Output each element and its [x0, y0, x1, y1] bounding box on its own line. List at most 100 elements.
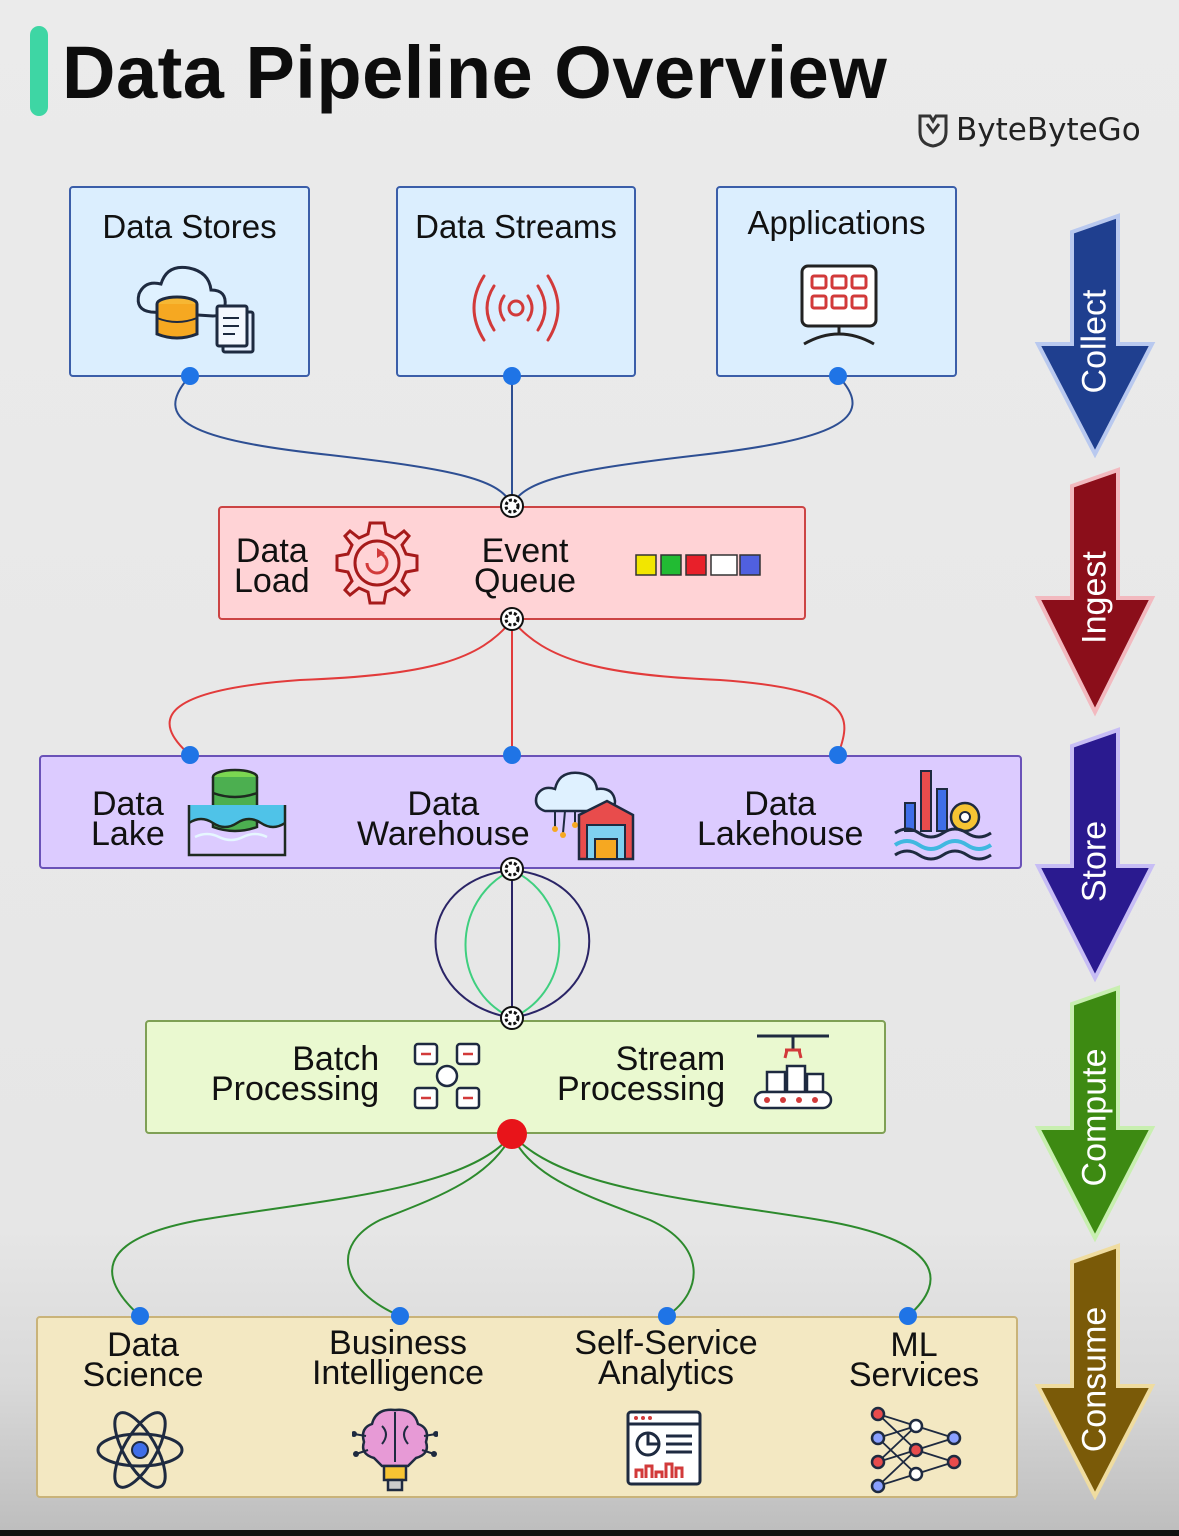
wire-compute-to-analytics — [511, 1133, 695, 1317]
self-service-analytics-line-2: Analytics — [597, 1354, 735, 1392]
source-data-stores[interactable]: Data Stores — [69, 186, 310, 377]
data-load-label: Data Load — [234, 532, 310, 600]
event-queue-line-2: Queue — [474, 562, 577, 600]
data-science-label: Data Science — [78, 1326, 208, 1394]
wire-ingest-to-lakehouse — [511, 619, 846, 756]
page-title: Data Pipeline Overview — [62, 31, 888, 114]
data-load-line-1: Data — [235, 532, 308, 570]
wire-store-compute-outer-right — [511, 869, 591, 1019]
data-lake-line-1: Data — [91, 785, 164, 823]
node-warehouse — [503, 746, 521, 764]
stream-processing-line-2: Processing — [557, 1070, 726, 1108]
stream-processing-label: Stream Processing — [557, 1040, 726, 1108]
data-lake-icon — [187, 768, 287, 857]
neural-network-icon — [870, 1406, 962, 1494]
stage-arrow-ingest — [1034, 467, 1156, 717]
dashboard-icon — [626, 1410, 702, 1486]
ml-services-line-1: ML — [890, 1326, 938, 1364]
business-intelligence-line-1: Business — [329, 1324, 467, 1362]
compute-panel[interactable]: Batch Processing Stream Processing — [145, 1020, 886, 1134]
bytebytego-logo-icon — [918, 114, 948, 148]
business-intelligence-line-2: Intelligence — [311, 1354, 484, 1392]
brand: ByteByteGo — [916, 110, 1141, 150]
ingest-panel[interactable]: Data Load Event Queue — [218, 506, 806, 620]
stage-arrow-store — [1034, 727, 1156, 983]
conveyor-robot-icon — [753, 1034, 833, 1110]
data-warehouse-line-2: Warehouse — [357, 815, 530, 853]
data-load-line-2: Load — [234, 562, 310, 600]
data-science-line-1: Data — [107, 1326, 179, 1364]
node-streams — [503, 367, 521, 385]
cloud-warehouse-icon — [534, 771, 635, 861]
node-apps — [829, 367, 847, 385]
batch-processing-line-2: Processing — [211, 1070, 380, 1108]
lakehouse-chart-icon — [893, 770, 993, 861]
wire-ingest-to-lake — [168, 619, 513, 756]
gear-refresh-icon — [335, 521, 419, 605]
source-label-applications: Applications — [747, 204, 926, 241]
stage-arrow-collect — [1034, 213, 1156, 459]
event-queue-line-1: Event — [481, 532, 569, 570]
source-label-data-stores: Data Stores — [102, 208, 277, 245]
stage-label-collect: Collect — [1075, 289, 1114, 394]
ml-services-label: ML Services — [844, 1326, 984, 1394]
store-panel[interactable]: Data Lake Data Warehouse Data Lakehouse — [39, 755, 1022, 869]
stream-processing-line-1: Stream — [615, 1040, 726, 1078]
data-warehouse-line-1: Data — [407, 785, 480, 823]
node-ml — [899, 1307, 917, 1325]
wire-compute-to-ml — [511, 1133, 932, 1317]
compute-output-hub — [497, 1119, 527, 1149]
cloud-database-icon — [136, 265, 255, 354]
queue-blocks-icon — [635, 554, 761, 576]
wire-stores-to-ingest — [174, 375, 513, 506]
stage-label-store: Store — [1075, 820, 1114, 903]
data-warehouse-label: Data Warehouse — [357, 785, 530, 853]
data-science-line-2: Science — [82, 1356, 204, 1394]
data-lake-line-2: Lake — [91, 815, 165, 853]
data-lake-label: Data Lake — [91, 785, 165, 853]
source-data-streams[interactable]: Data Streams — [396, 186, 636, 377]
stage-arrow-consume — [1034, 1243, 1156, 1501]
consume-panel[interactable]: Data Science Business Intelligence Self-… — [36, 1316, 1018, 1498]
brain-bulb-icon — [352, 1408, 438, 1492]
wire-store-compute-inner-right — [511, 869, 561, 1019]
title-accent-bar — [30, 26, 48, 116]
wire-compute-to-bi — [347, 1133, 513, 1317]
batch-processing-label: Batch Processing — [211, 1040, 380, 1108]
self-service-analytics-label: Self-Service Analytics — [566, 1324, 766, 1392]
stage-label-ingest: Ingest — [1075, 551, 1114, 644]
node-bi — [391, 1307, 409, 1325]
batch-processing-line-1: Batch — [292, 1040, 380, 1078]
self-service-analytics-line-1: Self-Service — [574, 1324, 758, 1362]
business-intelligence-label: Business Intelligence — [308, 1324, 488, 1392]
source-label-data-streams: Data Streams — [415, 208, 617, 245]
node-analytics — [658, 1307, 676, 1325]
stage-label-consume: Consume — [1075, 1306, 1114, 1453]
node-science — [131, 1307, 149, 1325]
gear-hubs — [500, 494, 524, 1030]
app-grid-monitor-icon — [800, 264, 878, 346]
batch-blocks-icon — [413, 1042, 481, 1110]
node-stores — [181, 367, 199, 385]
wire-apps-to-ingest — [511, 375, 854, 506]
wire-compute-to-science — [111, 1133, 513, 1317]
broadcast-signal-icon — [472, 274, 560, 342]
data-lakehouse-line-1: Data — [744, 785, 817, 823]
wire-store-compute-inner-left — [464, 869, 513, 1019]
bottom-border — [0, 1530, 1179, 1536]
ml-services-line-2: Services — [848, 1356, 980, 1394]
data-lakehouse-label: Data Lakehouse — [697, 785, 864, 853]
data-lakehouse-line-2: Lakehouse — [697, 815, 864, 853]
wire-store-compute-outer-left — [434, 869, 513, 1019]
event-queue-label: Event Queue — [474, 532, 577, 600]
source-applications[interactable]: Applications — [716, 186, 957, 377]
atom-icon — [96, 1411, 184, 1489]
stage-label-compute: Compute — [1075, 1048, 1114, 1187]
node-lake — [181, 746, 199, 764]
node-lakehouse — [829, 746, 847, 764]
brand-name: ByteByteGo — [956, 112, 1141, 148]
stage-arrow-compute — [1034, 985, 1156, 1243]
